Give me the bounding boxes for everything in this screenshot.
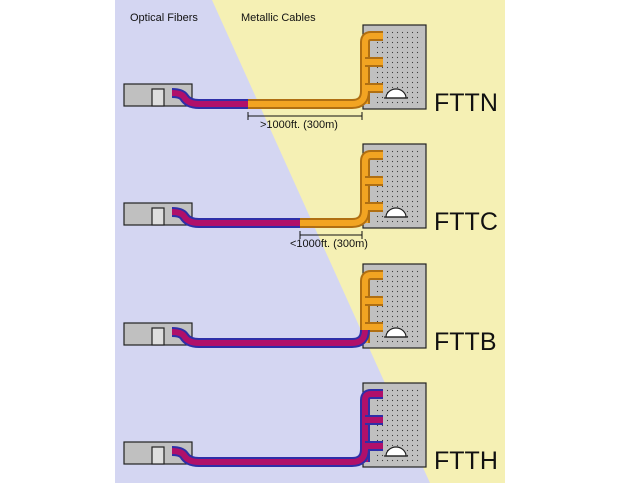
central-office-door — [151, 446, 165, 465]
metallic-region — [212, 0, 505, 483]
copper-cable — [300, 209, 370, 228]
terminal-dome — [385, 88, 407, 99]
riser-cable — [360, 31, 383, 104]
copper-cable — [248, 90, 370, 109]
central-office-door — [151, 327, 165, 346]
fiber-cable — [171, 88, 248, 109]
metallic-header: Metallic Cables — [241, 12, 316, 24]
row-fttb: FTTB — [123, 263, 497, 356]
terminal-dome — [385, 207, 407, 218]
terminal-dome — [385, 446, 407, 457]
central-office-door — [151, 88, 165, 107]
tech-label: FTTB — [434, 328, 497, 356]
fiber-cable — [171, 446, 370, 467]
riser-cable — [360, 150, 383, 223]
tech-label: FTTC — [434, 208, 498, 236]
central-office-door — [151, 207, 165, 226]
riser-cable — [360, 270, 383, 343]
fiber-cable — [171, 207, 300, 228]
row-fttn: >1000ft. (300m) FTTN — [123, 24, 498, 131]
riser-cable — [360, 389, 383, 462]
fiber-cable — [171, 327, 370, 348]
row-ftth: FTTH — [123, 382, 498, 475]
tech-label: FTTH — [434, 447, 498, 475]
tech-label: FTTN — [434, 89, 498, 117]
distance-label: >1000ft. (300m) — [260, 119, 338, 131]
optical-header: Optical Fibers — [130, 12, 198, 24]
terminal-dome — [385, 327, 407, 338]
distance-label: <1000ft. (300m) — [290, 238, 368, 250]
row-fttc: <1000ft. (300m) FTTC — [123, 143, 498, 250]
